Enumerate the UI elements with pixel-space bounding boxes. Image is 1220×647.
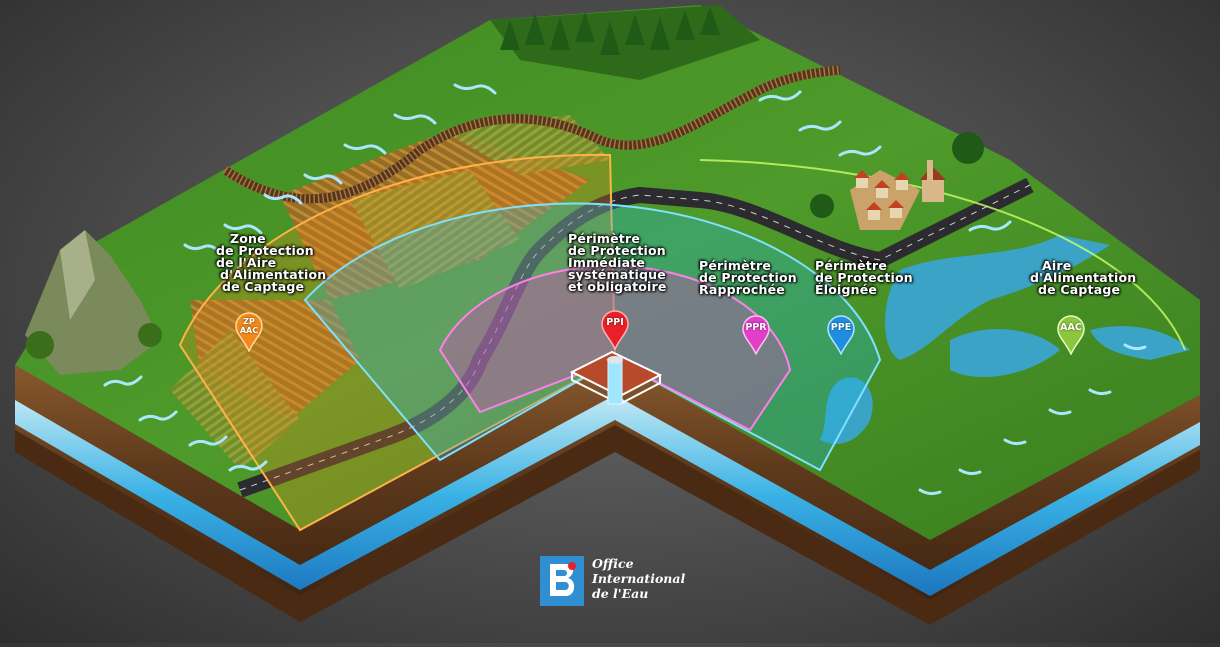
label-ppe: Périmètre de Protection Éloignée [815, 258, 913, 297]
zone-aac-right-outline [699, 159, 1186, 351]
road-center-line [239, 184, 1031, 491]
pin-ppi: PPI [600, 310, 630, 351]
railway [222, 65, 841, 204]
soil-cross-section [15, 360, 1200, 625]
water-flow-arrows [103, 83, 1147, 496]
zone-aac [178, 153, 617, 532]
oieau-logo-name: Office International de l'Eau [592, 556, 686, 601]
ppi-enclosure [569, 350, 663, 406]
river-wetland [820, 235, 1190, 444]
forest [500, 7, 984, 218]
zone-ppe [303, 202, 882, 472]
pin-ppr: PPR [741, 315, 771, 356]
label-ppr: Périmètre de Protection Rapprochée [699, 258, 797, 297]
label-aac: Aire d'Alimentation de Captage [1030, 258, 1137, 297]
label-ppi: Périmètre de Protection Immédiate systém… [568, 231, 667, 294]
pin-aac: AAC [1056, 315, 1086, 356]
oieau-logo: Office International de l'Eau [540, 556, 690, 610]
pin-ppe: PPE [826, 315, 856, 356]
village [850, 160, 946, 230]
oieau-logo-mark [540, 556, 584, 606]
mountain [25, 230, 162, 375]
label-zone-aac: Zone de Protection de l'Aire d'Alimentat… [216, 231, 327, 294]
